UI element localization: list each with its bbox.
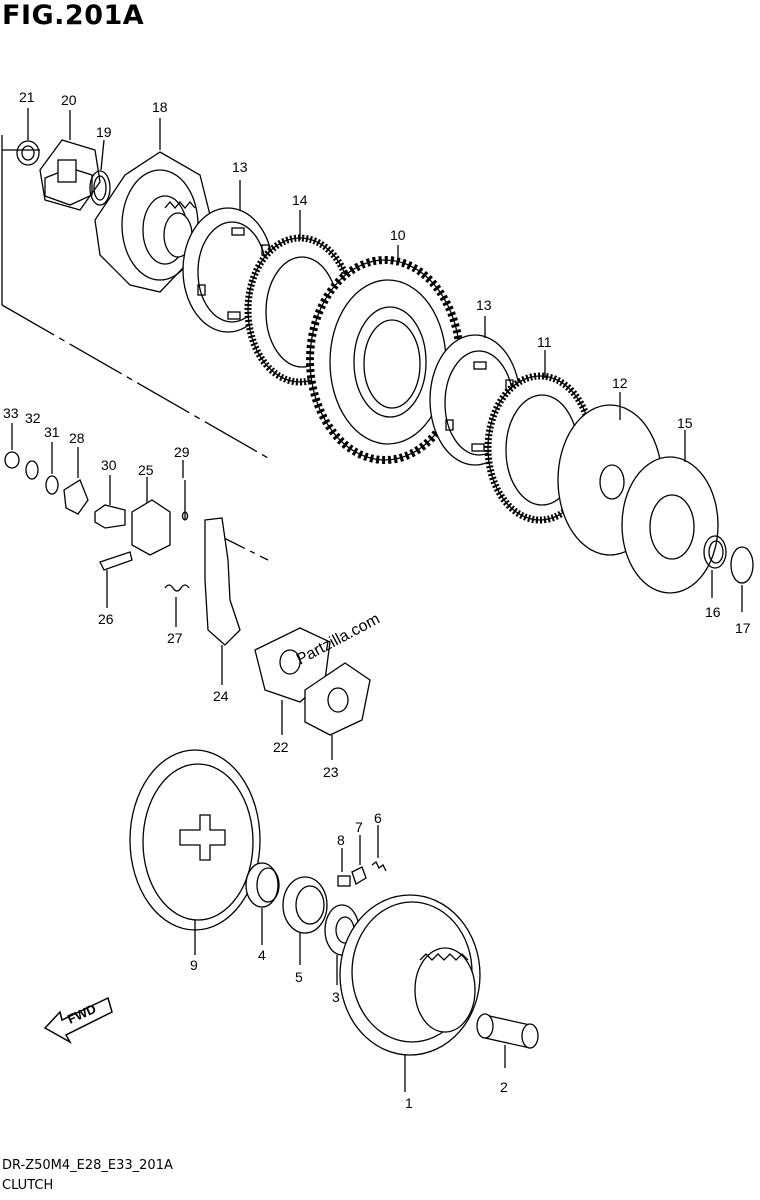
callout-9: 9 xyxy=(190,957,198,973)
callout-6: 6 xyxy=(374,810,382,826)
callout-28: 28 xyxy=(69,430,85,446)
callout-19: 19 xyxy=(96,124,112,140)
callout-3: 3 xyxy=(332,989,340,1005)
callout-18: 18 xyxy=(152,99,168,115)
callout-5: 5 xyxy=(295,969,303,985)
callout-30: 30 xyxy=(101,457,117,473)
callout-23: 23 xyxy=(323,764,339,780)
callout-22: 22 xyxy=(273,739,289,755)
part-19-circlip xyxy=(89,139,111,206)
callout-24: 24 xyxy=(213,688,229,704)
callout-15: 15 xyxy=(677,415,693,431)
callout-31: 31 xyxy=(44,424,60,440)
parts-24-to-30 xyxy=(94,460,241,685)
part-16-ring xyxy=(703,535,727,598)
callout-11: 11 xyxy=(537,334,552,350)
part-2-bushing xyxy=(476,1013,539,1068)
parts-3-4-5 xyxy=(245,862,360,985)
part-1-clutch-drum xyxy=(339,894,481,1092)
callout-27: 27 xyxy=(167,630,183,646)
callout-20: 20 xyxy=(61,92,77,108)
callout-2: 2 xyxy=(500,1079,508,1095)
figure-name: CLUTCH xyxy=(2,1178,54,1193)
callout-numbers: 1 2 3 4 5 6 7 8 9 10 11 12 13 13 14 15 1… xyxy=(3,89,751,1111)
part-21-bushing xyxy=(16,108,40,166)
part-20-shoe-holder xyxy=(39,110,101,211)
callout-33: 33 xyxy=(3,405,19,421)
part-9-clutch-shoe xyxy=(129,749,261,955)
callout-12: 12 xyxy=(612,375,628,391)
callout-32: 32 xyxy=(25,410,41,426)
parts-22-23 xyxy=(254,627,371,760)
figure-title: FIG.201A xyxy=(2,0,145,31)
figure-code: DR-Z50M4_E28_E33_201A xyxy=(2,1158,173,1173)
callout-13-upper: 13 xyxy=(232,159,248,175)
callout-8: 8 xyxy=(337,832,345,848)
callout-21: 21 xyxy=(19,89,35,105)
callout-16: 16 xyxy=(705,604,721,620)
callout-4: 4 xyxy=(258,947,266,963)
callout-26: 26 xyxy=(98,611,114,627)
part-17-circlip xyxy=(730,546,754,612)
fwd-arrow-icon: FWD xyxy=(43,996,113,1044)
callout-29: 29 xyxy=(174,444,190,460)
callout-17: 17 xyxy=(735,620,751,636)
parts-28-to-33 xyxy=(4,423,89,515)
callout-13-lower: 13 xyxy=(476,297,492,313)
callout-1: 1 xyxy=(405,1095,413,1111)
callout-10: 10 xyxy=(390,227,406,243)
part-15-lifter-plate xyxy=(621,430,719,594)
callout-7: 7 xyxy=(355,819,363,835)
parts-6-7-8 xyxy=(337,825,387,887)
callout-14: 14 xyxy=(292,192,308,208)
callout-25: 25 xyxy=(138,462,154,478)
